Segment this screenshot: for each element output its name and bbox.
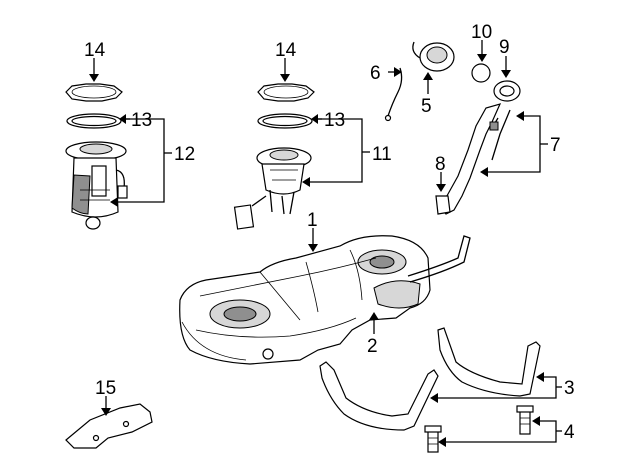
filler-gasket [493,80,521,102]
callout-6: 6 [370,63,381,84]
fuel-pump-module-center [233,147,312,230]
fuel-tank [179,235,471,365]
seal-disk [471,63,491,83]
callout-13-center: 13 [324,110,345,131]
callout-2: 2 [367,336,378,357]
bolt-2 [424,425,442,453]
lock-ring-center [257,83,315,102]
leader-lines [89,40,562,447]
callout-11: 11 [372,144,392,165]
filler-neck [439,103,511,215]
callout-7: 7 [550,135,561,156]
lock-ring-left [65,83,123,102]
tank-strap-front [319,361,439,431]
callout-12: 12 [174,144,195,165]
callout-14-left: 14 [84,40,106,61]
callout-13-left: 13 [131,110,152,131]
callout-14-center: 14 [275,40,297,61]
seal-ring-left [66,113,122,129]
tank-strap-rear [437,327,541,397]
callout-1: 1 [307,210,318,231]
bolt-1 [516,405,534,435]
callout-3: 3 [564,378,575,399]
callout-9: 9 [499,37,510,58]
heat-shield [65,403,153,449]
hose-clamp [435,195,451,215]
callout-10: 10 [471,22,492,43]
fuel-cap [412,41,455,72]
seal-ring-center [257,113,313,129]
callout-15: 15 [95,378,116,399]
tether [384,67,403,122]
callout-8: 8 [435,154,446,175]
callout-5: 5 [421,96,432,117]
callout-4: 4 [564,422,575,443]
fuel-pump-module-left [65,141,128,230]
